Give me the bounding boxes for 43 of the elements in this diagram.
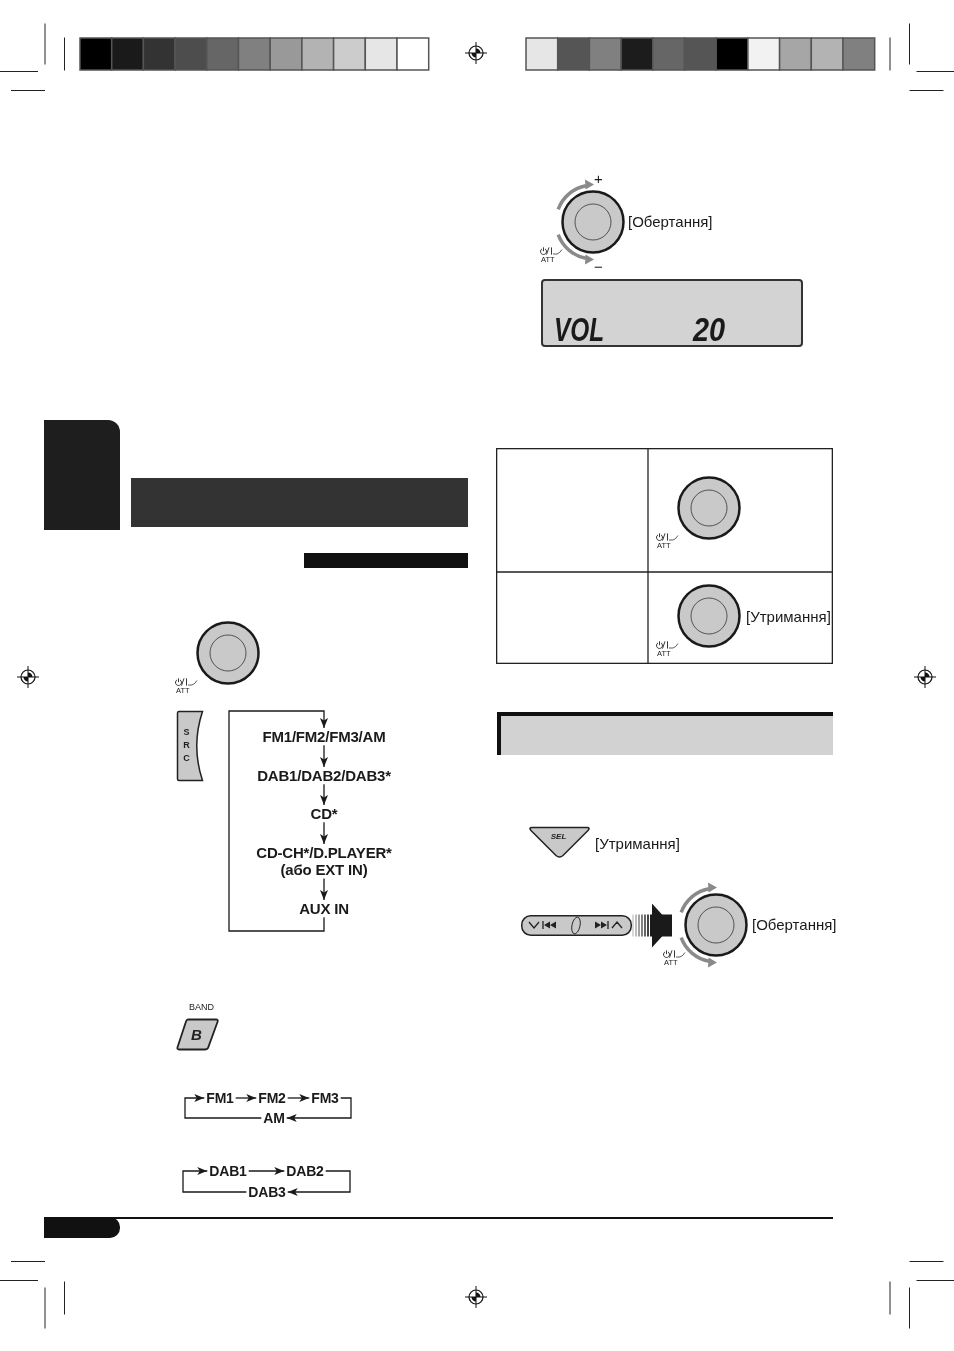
band-label: FM1: [204, 1090, 236, 1107]
arrow: [235, 1094, 257, 1102]
seek-buttons: [521, 915, 632, 936]
band-label: FM3: [309, 1090, 341, 1107]
source-label: AUX IN: [297, 900, 351, 918]
src-button: SRC: [176, 710, 204, 782]
display-text: 20: [693, 310, 726, 350]
arrow: [184, 1094, 262, 1119]
heading-bar: [131, 478, 468, 527]
arrow: [320, 877, 328, 901]
band-label: DAB2: [284, 1163, 326, 1180]
button-caption: BAND: [189, 1003, 214, 1012]
band-button: B: [176, 1018, 219, 1051]
heading-bar: [497, 712, 833, 755]
source-label: CD*: [308, 805, 340, 823]
sel-button: SEL: [528, 826, 591, 859]
source-label: CD-CH*/D.PLAYER* (або EXT IN): [247, 844, 401, 879]
plus-sign: +: [594, 170, 603, 188]
source-label: DAB1/DAB2/DAB3*: [255, 767, 393, 785]
arrow: [228, 710, 328, 932]
band-label: DAB1: [207, 1163, 249, 1180]
display-text: VOL: [554, 310, 605, 350]
source-label: FM1/FM2/FM3/AM: [260, 728, 388, 746]
subheading-bar: [304, 553, 468, 568]
arrow: [287, 1170, 351, 1196]
lcd-display: [541, 279, 803, 347]
arrow: [320, 821, 328, 845]
band-label: DAB3: [246, 1184, 288, 1201]
band-label: AM: [261, 1110, 287, 1127]
arrow: [320, 744, 328, 768]
arrow: [287, 1094, 310, 1102]
arrow: [286, 1097, 352, 1122]
action-label: [Обертання]: [628, 213, 713, 231]
side-tab: [44, 420, 120, 530]
action-label: [Утримання]: [746, 608, 831, 626]
arrow: [182, 1167, 247, 1193]
block-arrow: [632, 903, 672, 948]
band-label: FM2: [256, 1090, 288, 1107]
action-label: [Обертання]: [752, 916, 837, 934]
minus-sign: −: [594, 258, 603, 276]
arrow: [320, 783, 328, 806]
action-label: [Утримання]: [595, 835, 680, 853]
arrow: [248, 1167, 285, 1175]
